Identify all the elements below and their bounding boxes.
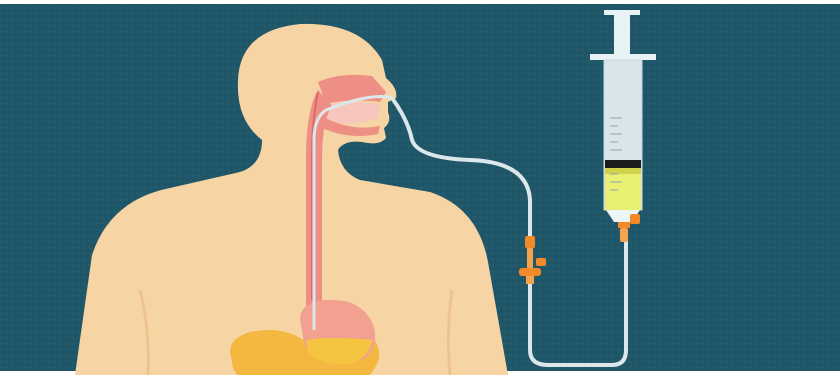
illustration-canvas [0,0,840,375]
nasogastric-feeding-illustration [0,0,840,375]
